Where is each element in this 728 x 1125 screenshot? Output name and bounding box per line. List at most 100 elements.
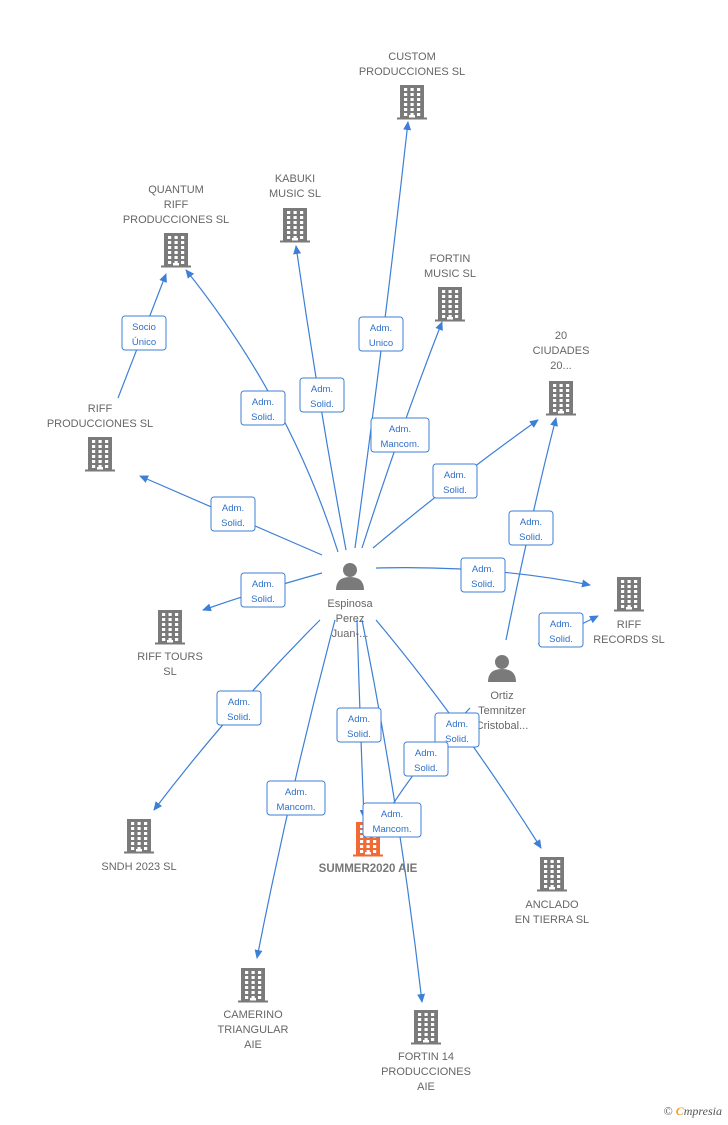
relation-text: Mancom. [372,824,411,835]
relation-text: Unico [369,338,393,349]
relation-text: Único [132,337,156,348]
node-rifftours[interactable]: RIFF TOURS SL [137,610,203,678]
building-icon [280,208,310,243]
footer-brand: © Cmpresia [664,1104,722,1119]
node-quantum[interactable]: QUANTUM RIFF PRODUCCIONES SL [123,184,229,268]
building-icon [537,857,567,892]
relation-text: Adm. [389,424,411,435]
node-label: RIFF [88,403,113,415]
relation-text: Adm. [228,697,250,708]
relation-text: Adm. [252,579,274,590]
building-icon [85,437,115,472]
node-label: CUSTOM [388,51,435,63]
relation-r_ortizsum: Adm. Solid. [403,741,449,777]
node-label: SL [163,666,176,678]
brand-initial: C [675,1104,684,1118]
brand-name: mpresia [683,1104,722,1118]
node-label: TRIANGULAR [218,1024,289,1036]
relation-text: Adm. [348,714,370,725]
person-icon [336,563,364,590]
node-ortiz[interactable]: OrtizTemnitzerCristobal... [476,655,529,732]
relation-text: Adm. [472,564,494,575]
relation-text: Adm. [311,384,333,395]
node-label: FORTIN [430,253,471,265]
node-fortin[interactable]: FORTIN MUSIC SL [424,253,476,322]
node-label: CIUDADES [533,345,590,357]
relation-text: Solid. [310,399,334,410]
relation-r_fortin14: Adm. Mancom. [362,802,422,838]
node-label: RECORDS SL [593,634,665,646]
node-riffrec[interactable]: RIFF RECORDS SL [593,577,665,646]
relation-text: Solid. [251,412,275,423]
relation-text: Solid. [519,532,543,543]
node-label: RIFF [617,619,642,631]
relation-text: Adm. [252,397,274,408]
node-label: MUSIC SL [269,188,321,200]
relation-text: Solid. [443,485,467,496]
node-custom[interactable]: CUSTOM PRODUCCIONES SL [359,51,465,120]
node-espinosa[interactable]: EspinosaPerezJuan-... [327,563,374,640]
building-icon [546,381,576,416]
relation-text: Solid. [251,594,275,605]
relation-text: Solid. [445,734,469,745]
building-icon [397,85,427,120]
relation-text: Adm. [446,719,468,730]
node-sndh[interactable]: SNDH 2023 SL [101,819,177,873]
node-label: PRODUCCIONES SL [359,66,465,78]
relation-text: Solid. [221,518,245,529]
node-label: Espinosa [327,598,373,610]
node-label: PRODUCCIONES SL [47,418,153,430]
building-icon [614,577,644,612]
node-label: MUSIC SL [424,268,476,280]
relation-r_rifftours: Adm. Solid. [240,572,286,608]
building-icon [435,287,465,322]
node-label: Cristobal... [476,720,529,732]
node-label: SNDH 2023 SL [101,861,176,873]
relation-labels: SocioÚnicoAdm.Solid.Adm.Solid.Adm.UnicoA… [121,315,584,838]
relation-text: Adm. [415,748,437,759]
node-label: CAMERINO [223,1009,283,1021]
node-label: 20 [555,330,567,342]
relation-text: Solid. [471,579,495,590]
building-icon [161,233,191,268]
relation-r_ciudades: Adm. Solid. [432,463,478,499]
relation-r_ortizrec: Adm. Solid. [538,612,584,648]
relation-text: Solid. [227,712,251,723]
relation-text: Adm. [550,619,572,630]
node-label: RIFF TOURS [137,651,203,663]
relation-r_riffprod: Adm. Solid. [210,496,256,532]
node-label: 20... [550,360,571,372]
relation-text: Solid. [549,634,573,645]
node-label: FORTIN 14 [398,1051,454,1063]
node-label: SUMMER2020 AIE [319,863,418,875]
relation-r_summer: Adm. Solid. [336,707,382,743]
relation-text: Adm. [381,809,403,820]
relation-r_sndh: Adm. Solid. [216,690,262,726]
node-label: QUANTUM [148,184,204,196]
node-label: ANCLADO [525,899,579,911]
node-label: Temnitzer [478,705,526,717]
relation-text: Adm. [520,517,542,528]
relation-text: Adm. [444,470,466,481]
node-riffprod[interactable]: RIFF PRODUCCIONES SL [47,403,153,472]
relation-text: Adm. [222,503,244,514]
relation-r_kabuki: Adm. Solid. [299,377,345,413]
relation-text: Solid. [414,763,438,774]
node-label: AIE [417,1081,435,1093]
node-label: RIFF [164,199,189,211]
relation-r_ortiz20: Adm. Solid. [508,510,554,546]
building-icon [238,968,268,1003]
relation-text: Solid. [347,729,371,740]
node-label: PRODUCCIONES SL [123,214,229,226]
building-icon [155,610,185,645]
relation-r_anclado: Adm. Solid. [434,712,480,748]
relation-text: Adm. [370,323,392,334]
